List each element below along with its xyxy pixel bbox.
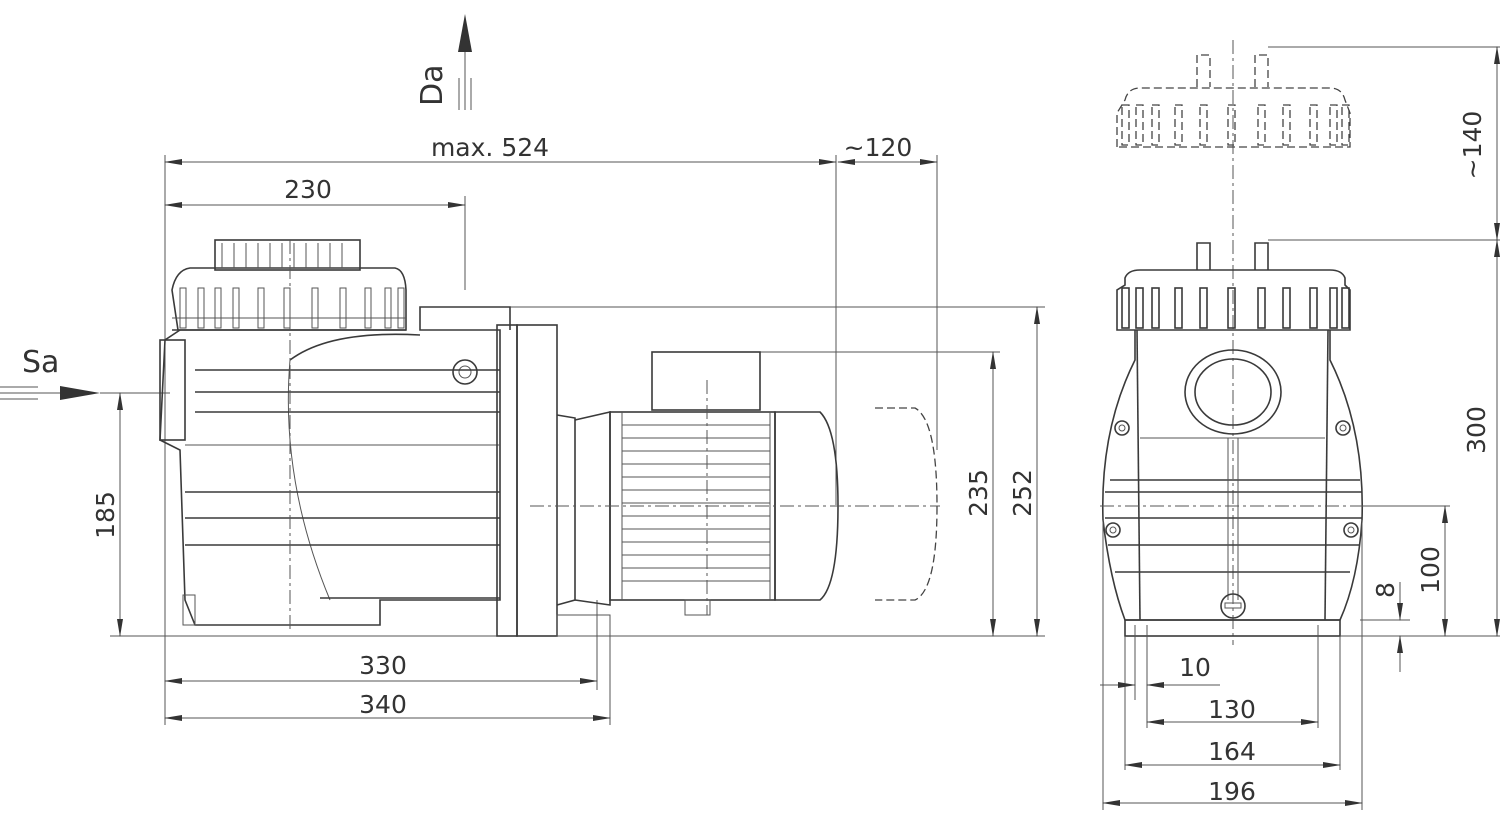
dim-overall-length: max. 524 [431,133,549,162]
rib [1151,104,1160,146]
rib [1151,287,1160,329]
rib [197,287,205,329]
front-dimensions [1100,46,1500,806]
strainer-lid [171,239,407,331]
rib [1174,104,1183,146]
rib [1329,287,1338,329]
extension-lines [100,155,1045,725]
fan-cover-outline [875,407,938,601]
discharge-label: Da [415,65,450,106]
dim-total-height: 300 [1462,406,1491,454]
side-view: Da Sa [0,14,1045,725]
front-lid [1116,242,1351,331]
bolt-icons [1105,420,1359,538]
rib [1309,104,1318,146]
suction-arrow-icon [0,386,100,400]
rib [1121,104,1130,146]
dim-lid-center: 230 [284,175,332,204]
motor [609,351,839,616]
rib [283,287,291,329]
motor-bracket [496,324,611,637]
rib [384,287,392,329]
dim-foot-width: 10 [1179,653,1211,682]
lid-ribs [179,243,405,329]
dim-mount-height: 100 [1416,546,1445,594]
rib [1199,287,1208,329]
rib [1135,287,1144,329]
removed-lid-ghost [1116,54,1351,148]
rib [1282,287,1291,329]
rib [1309,287,1318,329]
rib [1199,104,1208,146]
discharge-arrow-icon [458,14,472,110]
dim-base-offset: 8 [1371,582,1400,598]
dim-overall-height: 252 [1008,469,1037,517]
front-view: ~140 300 100 8 10 130 164 196 [1100,40,1500,810]
dim-fan-clearance: ~120 [844,133,913,162]
dim-overall-width: 196 [1208,777,1256,806]
rib [1257,287,1266,329]
rib [339,287,347,329]
front-housing [1100,329,1410,637]
rib [1329,104,1338,146]
rib [397,287,405,329]
rib [311,287,319,329]
rib [1341,287,1350,329]
dim-foot-340: 340 [359,690,407,719]
rib [179,287,187,329]
rib [257,287,265,329]
dim-foot-330: 330 [359,651,407,680]
rib [364,287,372,329]
rib [1341,104,1350,146]
rib [1174,287,1183,329]
dim-lid-removal: ~140 [1458,111,1487,180]
dim-suction-height: 185 [91,491,120,539]
rib [1257,104,1266,146]
rib [1282,104,1291,146]
dim-motor-height: 235 [964,469,993,517]
suction-label: Sa [22,345,59,380]
pump-housing [159,306,511,626]
rib [1121,287,1130,329]
dim-hole-spacing: 130 [1208,695,1256,724]
rib [1227,287,1236,329]
rib [1135,104,1144,146]
front-extension-lines [1102,46,1500,810]
rib [214,287,222,329]
rib [232,287,240,329]
rib [1227,104,1236,146]
dim-base-width: 164 [1208,737,1256,766]
side-dimensions [117,159,1040,721]
